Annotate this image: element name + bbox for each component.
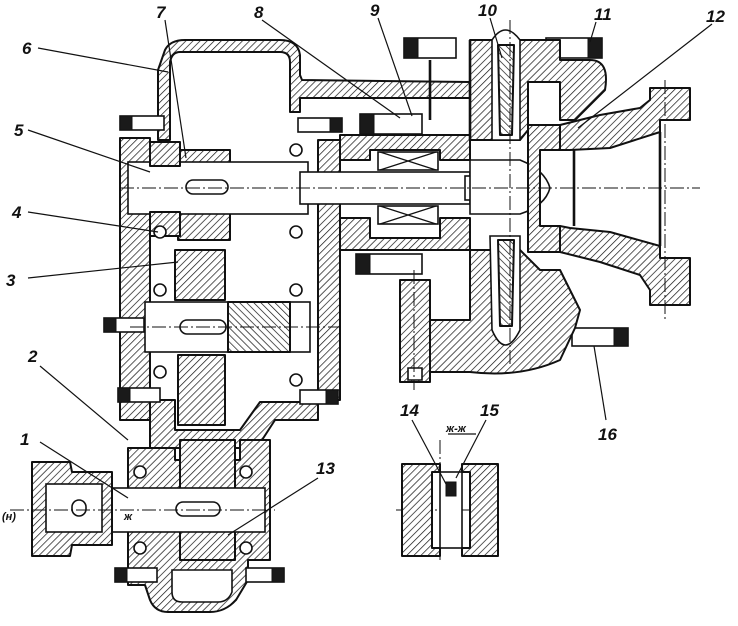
bolts — [103, 37, 629, 583]
section-label: ж-ж — [445, 423, 467, 435]
leader-lines — [27, 17, 713, 536]
callout-8: 8 — [254, 3, 264, 22]
suction-nozzle — [559, 87, 691, 306]
callout-15: 15 — [480, 401, 499, 420]
callout-11: 11 — [594, 5, 612, 24]
bearings — [133, 143, 303, 555]
callout-4: 4 — [11, 203, 22, 222]
callout-1: 1 — [20, 430, 29, 449]
callout-labels: 1 2 3 4 5 6 7 8 9 10 11 12 13 14 15 16 ж… — [2, 1, 725, 523]
callout-13: 13 — [316, 459, 335, 478]
callout-10: 10 — [478, 1, 497, 20]
left-marker: (н) — [2, 511, 16, 523]
callout-14: 14 — [400, 401, 419, 420]
callout-16: 16 — [598, 425, 617, 444]
callout-9: 9 — [370, 1, 380, 20]
center-lines — [10, 20, 700, 560]
seal-housing — [339, 134, 471, 383]
section-marker: ж — [123, 511, 133, 523]
callout-5: 5 — [14, 121, 24, 140]
pump-volute-casing — [428, 29, 607, 375]
callout-7: 7 — [156, 3, 167, 22]
callout-12: 12 — [706, 7, 725, 26]
callout-3: 3 — [6, 271, 16, 290]
callout-2: 2 — [27, 347, 38, 366]
callout-6: 6 — [22, 39, 32, 58]
section-zh-zh-detail — [401, 463, 499, 557]
